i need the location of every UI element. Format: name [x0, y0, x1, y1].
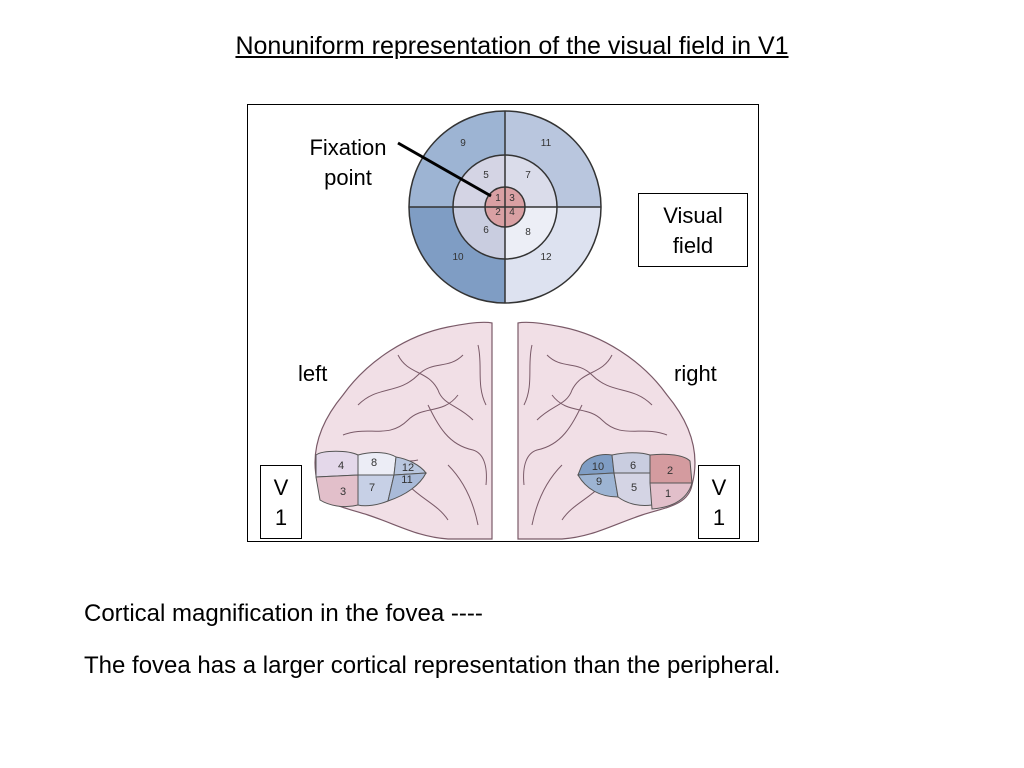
visual-field-cortex-diagram: 1 2 3 4 5 6 7 8 9 10 11 12 — [314, 110, 696, 540]
fixation-point-label: Fixation point — [298, 133, 398, 193]
right-v1-sector-1 — [649, 482, 693, 510]
right-hemisphere: 10 9 6 5 2 1 — [517, 321, 696, 540]
left-v1-number-4: 4 — [338, 460, 344, 472]
right-v1-number-6: 6 — [630, 460, 636, 472]
right-v1-number-10: 10 — [592, 461, 604, 473]
caption-line-2: The fovea has a larger cortical represen… — [84, 652, 781, 679]
left-v1-number-3: 3 — [340, 486, 346, 498]
visual-field-target: 1 2 3 4 5 6 7 8 9 10 11 12 — [397, 110, 602, 304]
right-v1-sector-2 — [649, 453, 693, 484]
field-number-1: 1 — [495, 193, 501, 204]
field-number-12: 12 — [540, 252, 552, 263]
field-number-9: 9 — [460, 138, 466, 149]
right-v1-number-2: 2 — [667, 465, 673, 477]
field-number-7: 7 — [525, 170, 531, 181]
field-number-2: 2 — [495, 207, 501, 218]
visual-field-line2: field — [672, 233, 714, 258]
right-brain-outline — [517, 321, 696, 540]
left-v1-sector-3 — [315, 474, 359, 508]
left-hemisphere-label: left — [298, 361, 328, 386]
v1-right-line2: 1 — [712, 505, 726, 530]
left-v1-sector-11 — [387, 472, 427, 502]
right-hemisphere-label: right — [674, 361, 717, 386]
figure-panel: 1 2 3 4 5 6 7 8 9 10 11 12 — [247, 104, 759, 542]
v1-right-line1: V — [711, 475, 727, 500]
fixation-label-line2: point — [324, 165, 372, 190]
field-number-5: 5 — [483, 170, 489, 181]
right-v1-number-5: 5 — [631, 482, 637, 494]
left-v1-number-12: 12 — [402, 462, 414, 474]
v1-left-line2: 1 — [274, 505, 288, 530]
visual-field-box: Visual field — [638, 193, 748, 267]
field-number-8: 8 — [525, 227, 531, 238]
page-title: Nonuniform representation of the visual … — [235, 32, 789, 60]
left-v1-number-7: 7 — [369, 482, 375, 494]
left-hemisphere: 4 3 8 7 12 11 — [314, 321, 493, 540]
visual-field-line1: Visual — [663, 203, 723, 228]
v1-right-box: V 1 — [698, 465, 740, 539]
caption-line-1: Cortical magnification in the fovea ---- — [84, 600, 483, 627]
field-number-10: 10 — [452, 252, 464, 263]
v1-left-line1: V — [273, 475, 289, 500]
field-number-3: 3 — [509, 193, 515, 204]
field-number-11: 11 — [541, 138, 552, 149]
v1-left-box: V 1 — [260, 465, 302, 539]
field-number-6: 6 — [483, 225, 489, 236]
left-v1-number-11: 11 — [401, 474, 412, 486]
right-v1-number-9: 9 — [596, 476, 602, 488]
fixation-label-line1: Fixation — [309, 135, 387, 160]
left-v1-number-8: 8 — [371, 457, 377, 469]
fixation-pointer-line — [397, 141, 492, 198]
right-v1-number-1: 1 — [665, 488, 671, 500]
field-number-4: 4 — [509, 207, 515, 218]
